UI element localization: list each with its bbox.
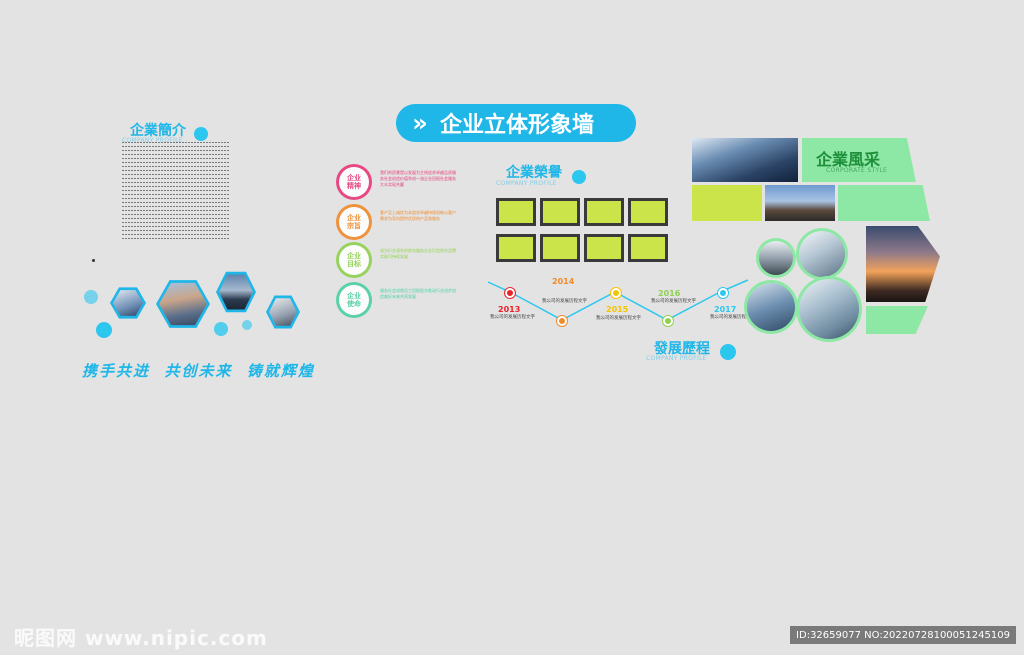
deco-dot (214, 322, 228, 336)
history-title: 發展歷程 (654, 341, 710, 357)
value-label: 企业 目标 (339, 245, 369, 275)
deco-dot (96, 322, 112, 338)
green-block (866, 306, 928, 334)
sunset-photo (866, 226, 940, 302)
chevron-icon: » (412, 109, 428, 137)
timeline-node (718, 288, 728, 298)
honor-frame (496, 234, 536, 262)
timeline-year: 2017 (714, 305, 737, 314)
honor-frame (496, 198, 536, 226)
honor-frame (628, 198, 668, 226)
deco-dot (84, 290, 98, 304)
intro-title: 企業簡介 (130, 123, 186, 139)
meeting-photo (269, 298, 297, 326)
timeline-text: 我公司的发展历程文字 (542, 299, 587, 304)
group-photo (159, 282, 207, 326)
history-dot (720, 344, 736, 360)
glass-building-photo (747, 283, 795, 331)
hex-frame (266, 295, 300, 329)
circle-frame (796, 276, 862, 342)
hex-frame (156, 280, 210, 328)
cityscape-photo (765, 185, 835, 221)
circle-frame (744, 280, 798, 334)
watermark-id: ID:32659077 NO:20220728100051245109 (790, 626, 1016, 644)
honor-frame (540, 198, 580, 226)
small-dot (92, 259, 95, 262)
intro-subtitle: COMPANY PROFILE (122, 137, 183, 144)
style-title: 企業風采 (816, 150, 881, 169)
value-text: 成为行业领先的综合服务企业打造知名品牌实现可持续发展 (380, 248, 456, 259)
history-subtitle: COMPANY PROFILE (646, 355, 707, 362)
value-text: 服务社会成就员工回报股东推动行业进步创造美好未来共同发展 (380, 288, 456, 299)
honor-frame (584, 234, 624, 262)
value-label: 企业 宗旨 (339, 207, 369, 237)
tower-photo (799, 231, 845, 277)
value-label: 企业 使命 (339, 285, 369, 315)
value-label: 企业 精神 (339, 167, 369, 197)
timeline-node (505, 288, 515, 298)
office-tower-photo (799, 279, 859, 339)
deco-dot (242, 320, 252, 330)
timeline-year: 2015 (606, 305, 629, 314)
circle-frame (796, 228, 848, 280)
team-photo (113, 290, 143, 316)
title-banner: » 企业立体形象墙 (396, 104, 636, 142)
value-text: 我们的愿景是以发展为主线追求卓越品质服务社会创造价值争创一流企业回报社会服务大众… (380, 170, 456, 187)
timeline-text: 我公司的发展历程文字 (651, 299, 696, 304)
page-title: 企业立体形象墙 (440, 113, 595, 138)
watermark-left: 昵图网 www.nipic.com (14, 626, 268, 650)
timeline-node (557, 316, 567, 326)
intro-text-block (122, 142, 230, 240)
timeline-text: 我公司的发展历程文字 (490, 315, 535, 320)
value-ring: 企业 使命 (336, 282, 372, 318)
honor-frame (584, 198, 624, 226)
timeline-text: 我公司的发展历程文字 (710, 315, 755, 320)
sailing-photo (219, 274, 253, 310)
value-ring: 企业 宗旨 (336, 204, 372, 240)
honor-dot (572, 170, 586, 184)
style-subtitle: CORPORATE STYLE (826, 167, 888, 174)
value-ring: 企业 目标 (336, 242, 372, 278)
timeline-year: 2016 (658, 289, 681, 298)
skyscraper-photo (692, 138, 798, 182)
honor-frame (628, 234, 668, 262)
building-photo (759, 241, 793, 275)
lime-block (692, 185, 762, 221)
timeline-year: 2014 (552, 277, 575, 286)
honor-subtitle: COMPANY PROFILE (496, 180, 557, 187)
honor-frame (540, 234, 580, 262)
value-ring: 企业 精神 (336, 164, 372, 200)
intro-dot (194, 127, 208, 141)
green-block (838, 185, 930, 221)
honor-title: 企業榮譽 (506, 165, 562, 181)
timeline-text: 我公司的发展历程文字 (596, 316, 641, 321)
timeline-line (487, 279, 749, 321)
timeline-year: 2013 (498, 305, 521, 314)
timeline-node (663, 316, 673, 326)
circle-frame (756, 238, 796, 278)
hex-frame (110, 287, 146, 319)
hex-frame (216, 271, 256, 313)
timeline-node (611, 288, 621, 298)
slogan: 携手共进 共创未来 铸就辉煌 (82, 362, 315, 380)
value-text: 客户至上诚信为本追求卓越持续创新以客户需求为导向提供优质的产品和服务 (380, 210, 456, 221)
style-title-block (802, 138, 916, 182)
